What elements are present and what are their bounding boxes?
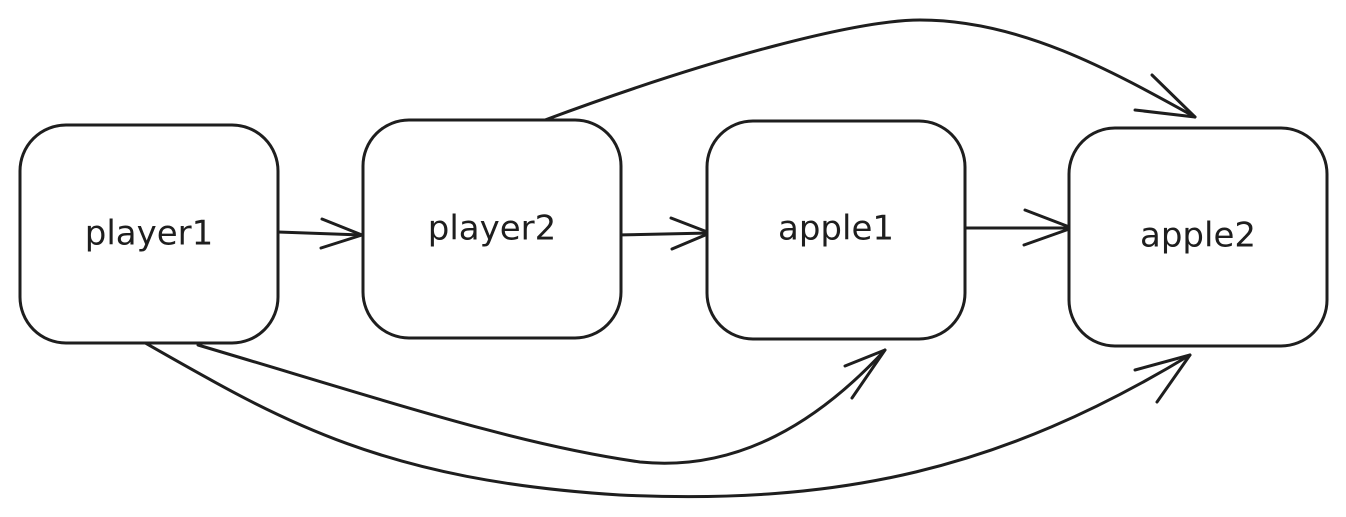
- node-label-apple1: apple1: [778, 209, 894, 249]
- edge-player2-apple1: [614, 216, 712, 251]
- node-label-player1: player1: [85, 214, 214, 254]
- node-label-apple2: apple2: [1140, 216, 1256, 256]
- edge-player1-apple1: [196, 343, 887, 465]
- node-apple1[interactable]: apple1: [705, 119, 967, 341]
- edges: [138, 18, 1197, 499]
- node-player1[interactable]: player1: [18, 123, 280, 345]
- edge-player2-apple2: [543, 18, 1197, 122]
- edge-player1-apple2: [138, 338, 1192, 499]
- edge-player1-player2: [276, 217, 364, 250]
- edge-apple1-apple2: [964, 208, 1074, 247]
- node-label-player2: player2: [428, 209, 557, 249]
- node-apple2[interactable]: apple2: [1067, 126, 1329, 348]
- node-player2[interactable]: player2: [361, 118, 623, 340]
